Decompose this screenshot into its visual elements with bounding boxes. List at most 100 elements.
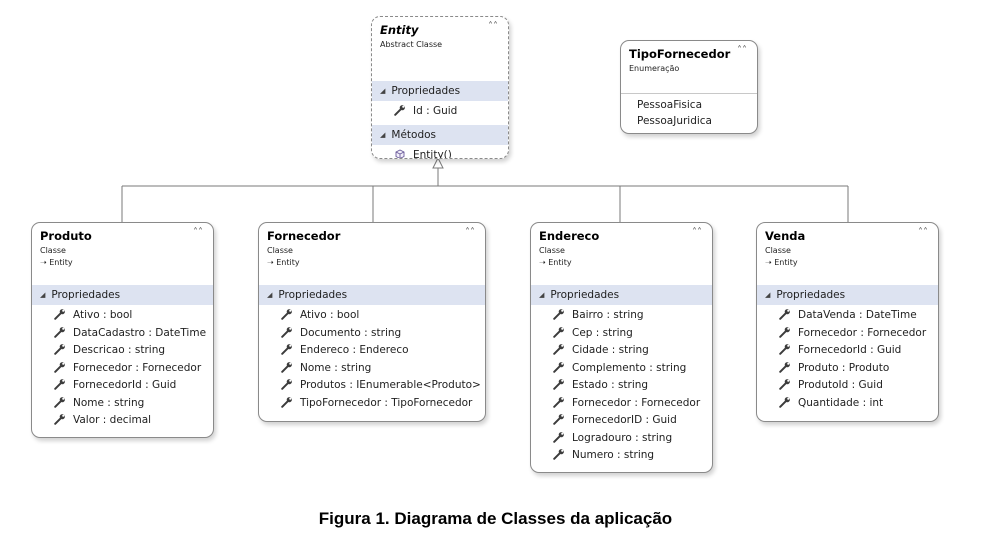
member-label: Endereco : Endereco xyxy=(300,344,409,356)
member-item[interactable]: Bairro : string xyxy=(531,307,712,325)
section-label: Propriedades xyxy=(550,289,620,301)
member-item[interactable]: Fornecedor : Fornecedor xyxy=(531,395,712,413)
member-label: Logradouro : string xyxy=(572,431,673,444)
expand-triangle-icon: ◢ xyxy=(267,291,273,299)
member-item[interactable]: Ativo : bool xyxy=(32,307,213,325)
wrench-icon xyxy=(553,361,564,373)
member-item[interactable]: Numero : string xyxy=(531,447,712,465)
section-label: Métodos xyxy=(391,128,437,141)
member-item[interactable]: Valor : decimal xyxy=(32,412,213,430)
member-label: FornecedorId : Guid xyxy=(73,379,177,391)
collapse-icon[interactable]: ˄˄ xyxy=(918,227,928,238)
wrench-icon xyxy=(553,326,564,338)
class-title: Venda xyxy=(765,229,806,243)
member-item[interactable]: Descricao : string xyxy=(32,342,213,360)
member-label: Documento : string xyxy=(300,326,402,339)
collapse-icon[interactable]: ˄˄ xyxy=(737,45,747,56)
class-stereotype: Abstract Classe xyxy=(380,40,443,49)
wrench-icon xyxy=(54,396,65,408)
section-label: Propriedades xyxy=(391,85,461,97)
wrench-icon xyxy=(779,379,790,390)
member-item[interactable]: Fornecedor : Fornecedor xyxy=(32,360,213,378)
member-label: TipoFornecedor : TipoFornecedor xyxy=(300,396,473,409)
member-label: Produto : Produto xyxy=(798,361,890,374)
member-label: Entity() xyxy=(413,148,452,159)
wrench-icon xyxy=(553,414,564,425)
wrench-icon xyxy=(553,309,564,320)
member-label: Fornecedor : Fornecedor xyxy=(73,361,202,374)
wrench-icon xyxy=(394,105,405,116)
entity-class-box[interactable]: Entity Abstract Classe ˄˄ ◢Propriedades … xyxy=(371,16,509,159)
member-item[interactable]: Nome : string xyxy=(32,395,213,413)
enum-title: TipoFornecedor xyxy=(629,47,731,61)
member-label: Bairro : string xyxy=(572,309,644,321)
expand-triangle-icon: ◢ xyxy=(539,291,545,299)
member-item[interactable]: Documento : string xyxy=(259,325,485,343)
methods-section-header[interactable]: ◢Métodos xyxy=(372,124,508,145)
member-item[interactable]: TipoFornecedor : TipoFornecedor xyxy=(259,395,485,413)
member-item[interactable]: FornecedorID : Guid xyxy=(531,412,712,430)
member-label: DataVenda : DateTime xyxy=(798,309,917,321)
member-item[interactable]: Endereco : Endereco xyxy=(259,342,485,360)
member-item[interactable]: Fornecedor : Fornecedor xyxy=(757,325,938,343)
wrench-icon xyxy=(553,396,564,408)
member-item[interactable]: FornecedorId : Guid xyxy=(757,342,938,360)
properties-section-header[interactable]: ◢Propriedades xyxy=(259,285,485,305)
member-item[interactable]: Cep : string xyxy=(531,325,712,343)
tipofornecedor-enum-box[interactable]: TipoFornecedor Enumeração ˄˄ PessoaFisic… xyxy=(620,40,758,134)
member-item[interactable]: FornecedorId : Guid xyxy=(32,377,213,395)
member-item[interactable]: Produto : Produto xyxy=(757,360,938,378)
wrench-icon xyxy=(54,326,65,338)
class-stereotype: Classe xyxy=(539,246,565,255)
collapse-icon[interactable]: ˄˄ xyxy=(193,227,203,238)
member-item[interactable]: ProdutoId : Guid xyxy=(757,377,938,395)
member-item[interactable]: Complemento : string xyxy=(531,360,712,378)
properties-section-header[interactable]: ◢ Propriedades xyxy=(531,285,712,305)
member-item[interactable]: Nome : string xyxy=(259,360,485,378)
wrench-icon xyxy=(281,326,292,338)
inheritance-arrowhead xyxy=(432,156,444,169)
member-item[interactable]: Ativo : bool xyxy=(259,307,485,325)
member-item[interactable]: Estado : string xyxy=(531,377,712,395)
member-item[interactable]: Cidade : string xyxy=(531,342,712,360)
member-item[interactable]: DataVenda : DateTime xyxy=(757,307,938,325)
properties-section-header[interactable]: ◢Propriedades xyxy=(32,285,213,305)
member-item[interactable]: DataCadastro : DateTime xyxy=(32,325,213,343)
enum-header: TipoFornecedor Enumeração ˄˄ xyxy=(621,41,757,93)
wrench-icon xyxy=(281,309,292,320)
enum-value[interactable]: PessoaFisica xyxy=(637,99,703,111)
member-label: Produtos : IEnumerable<Produto> xyxy=(300,379,481,391)
wrench-icon xyxy=(779,396,790,408)
inherits-arrow-icon: ➝ xyxy=(267,258,277,267)
base-class-name: Entity xyxy=(49,258,73,267)
member-label: Numero : string xyxy=(572,449,655,461)
wrench-icon xyxy=(553,344,564,355)
wrench-icon xyxy=(54,361,65,373)
properties-section-header[interactable]: ◢Propriedades xyxy=(372,81,508,101)
collapse-icon[interactable]: ˄˄ xyxy=(692,227,702,238)
member-label: FornecedorID : Guid xyxy=(572,414,677,426)
inherits-arrow-icon: ➝ xyxy=(539,258,549,267)
member-item[interactable]: Produtos : IEnumerable<Produto> xyxy=(259,377,485,395)
member-item[interactable]: Quantidade : int xyxy=(757,395,938,413)
member-label: Cep : string xyxy=(572,326,633,339)
enum-value[interactable]: PessoaJuridica xyxy=(637,115,712,127)
base-class-ref: ➝ Entity xyxy=(539,257,704,269)
properties-section-header[interactable]: ◢Propriedades xyxy=(757,285,938,305)
member-item[interactable]: Logradouro : string xyxy=(531,430,712,448)
base-class-ref: ➝ Entity xyxy=(765,257,930,269)
collapse-icon[interactable]: ˄˄ xyxy=(465,227,475,238)
wrench-icon xyxy=(54,309,65,320)
collapse-icon[interactable]: ˄˄ xyxy=(488,21,498,32)
member-item[interactable]: Entity() xyxy=(372,147,508,159)
member-item[interactable]: Id : Guid xyxy=(372,103,508,121)
class-stereotype: Classe xyxy=(40,246,66,255)
